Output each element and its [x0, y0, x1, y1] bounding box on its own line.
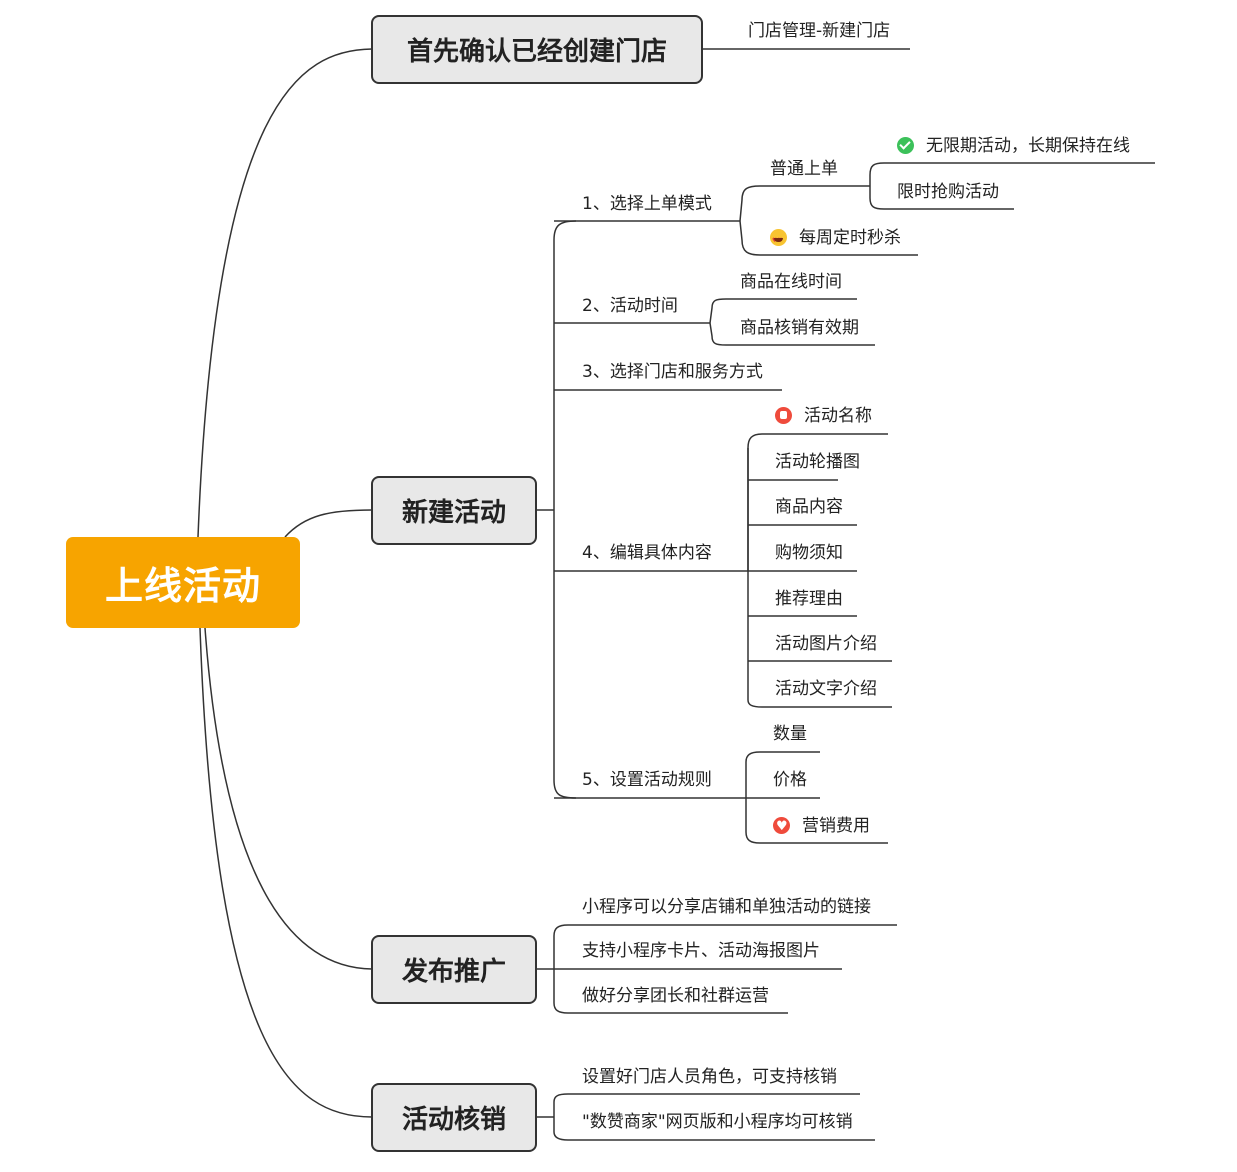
content-item-text: 活动名称: [804, 406, 872, 426]
promote-item[interactable]: 支持小程序卡片、活动海报图片: [582, 941, 820, 961]
root-topic[interactable]: 上线活动: [66, 537, 300, 628]
mode-normal-item-text: 无限期活动，长期保持在线: [926, 136, 1130, 156]
step-content-label[interactable]: 4、编辑具体内容: [582, 543, 712, 563]
heart-icon: [773, 816, 790, 838]
time-item[interactable]: 商品核销有效期: [740, 318, 859, 338]
rules-item[interactable]: 数量: [773, 724, 807, 744]
verify-item[interactable]: 设置好门店人员角色，可支持核销: [582, 1067, 837, 1087]
thumbs-up-icon: [775, 407, 792, 424]
branch-create-title[interactable]: 新建活动: [371, 476, 537, 545]
branch-verify-title[interactable]: 活动核销: [371, 1083, 537, 1152]
rules-item[interactable]: 营销费用: [773, 815, 870, 838]
branch-store-title[interactable]: 首先确认已经创建门店: [371, 15, 703, 84]
mode-normal-item[interactable]: 无限期活动，长期保持在线: [897, 135, 1130, 157]
promote-item[interactable]: 做好分享团长和社群运营: [582, 986, 769, 1006]
step-store-service-label[interactable]: 3、选择门店和服务方式: [582, 362, 763, 382]
promote-item[interactable]: 小程序可以分享店铺和单独活动的链接: [582, 897, 871, 917]
content-item[interactable]: 商品内容: [775, 497, 843, 517]
branch-promote-title[interactable]: 发布推广: [371, 935, 537, 1004]
content-item[interactable]: 购物须知: [775, 543, 843, 563]
check-circle-icon: [897, 137, 914, 154]
rules-item-text: 营销费用: [802, 816, 870, 836]
mode-normal[interactable]: 普通上单: [770, 159, 838, 179]
rules-item[interactable]: 价格: [773, 770, 807, 790]
mode-flash-text: 每周定时秒杀: [799, 228, 901, 248]
step-rules-label[interactable]: 5、设置活动规则: [582, 770, 712, 790]
verify-item[interactable]: "数赞商家"网页版和小程序均可核销: [582, 1112, 853, 1132]
step-mode-label[interactable]: 1、选择上单模式: [582, 194, 712, 214]
step-time-label[interactable]: 2、活动时间: [582, 296, 678, 316]
heart-eyes-emoji-icon: [770, 229, 787, 252]
content-item[interactable]: 活动轮播图: [775, 452, 860, 472]
mode-flash[interactable]: 每周定时秒杀: [770, 227, 901, 252]
content-item[interactable]: 活动文字介绍: [775, 679, 877, 699]
content-item[interactable]: 推荐理由: [775, 589, 843, 609]
time-item[interactable]: 商品在线时间: [740, 272, 842, 292]
store-item[interactable]: 门店管理-新建门店: [748, 21, 891, 41]
content-item[interactable]: 活动名称: [775, 405, 872, 427]
mode-normal-item[interactable]: 限时抢购活动: [897, 182, 999, 202]
content-item[interactable]: 活动图片介绍: [775, 634, 877, 654]
